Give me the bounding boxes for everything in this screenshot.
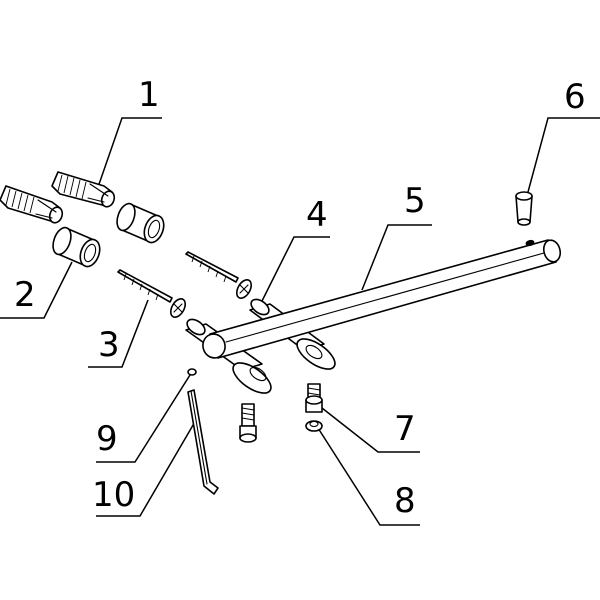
socket-screw-left — [239, 403, 257, 443]
hex-key — [187, 389, 219, 495]
end-cap — [515, 191, 533, 226]
spacer-ring-left — [52, 226, 101, 268]
leader-9 — [96, 374, 191, 463]
leader-2 — [0, 261, 73, 319]
grub-screw — [187, 368, 197, 376]
label-5: 5 — [404, 181, 426, 221]
spacer-ring-right — [116, 202, 165, 244]
washer — [305, 420, 323, 432]
wall-plug-upper — [51, 171, 116, 208]
wall-plug-lower — [0, 185, 64, 224]
leader-6 — [527, 117, 600, 193]
leader-lines — [0, 117, 600, 526]
label-1: 1 — [138, 75, 160, 115]
wood-screw-right — [185, 251, 253, 299]
leader-10 — [96, 419, 197, 517]
part-labels: 1 2 3 4 5 6 7 8 9 10 — [14, 75, 586, 521]
label-3: 3 — [98, 325, 120, 365]
leader-3 — [88, 299, 149, 368]
leader-4 — [259, 236, 330, 306]
label-10: 10 — [92, 475, 135, 515]
leader-5 — [361, 224, 432, 291]
main-bar — [202, 239, 562, 359]
leader-1 — [96, 117, 162, 191]
label-6: 6 — [564, 77, 586, 117]
label-2: 2 — [14, 275, 36, 315]
label-8: 8 — [394, 481, 416, 521]
leader-7 — [321, 407, 420, 453]
label-7: 7 — [394, 409, 416, 449]
label-4: 4 — [306, 195, 328, 235]
label-9: 9 — [96, 419, 118, 459]
socket-screw-right — [305, 383, 323, 413]
leader-8 — [317, 427, 420, 526]
wood-screw-left — [117, 269, 187, 318]
